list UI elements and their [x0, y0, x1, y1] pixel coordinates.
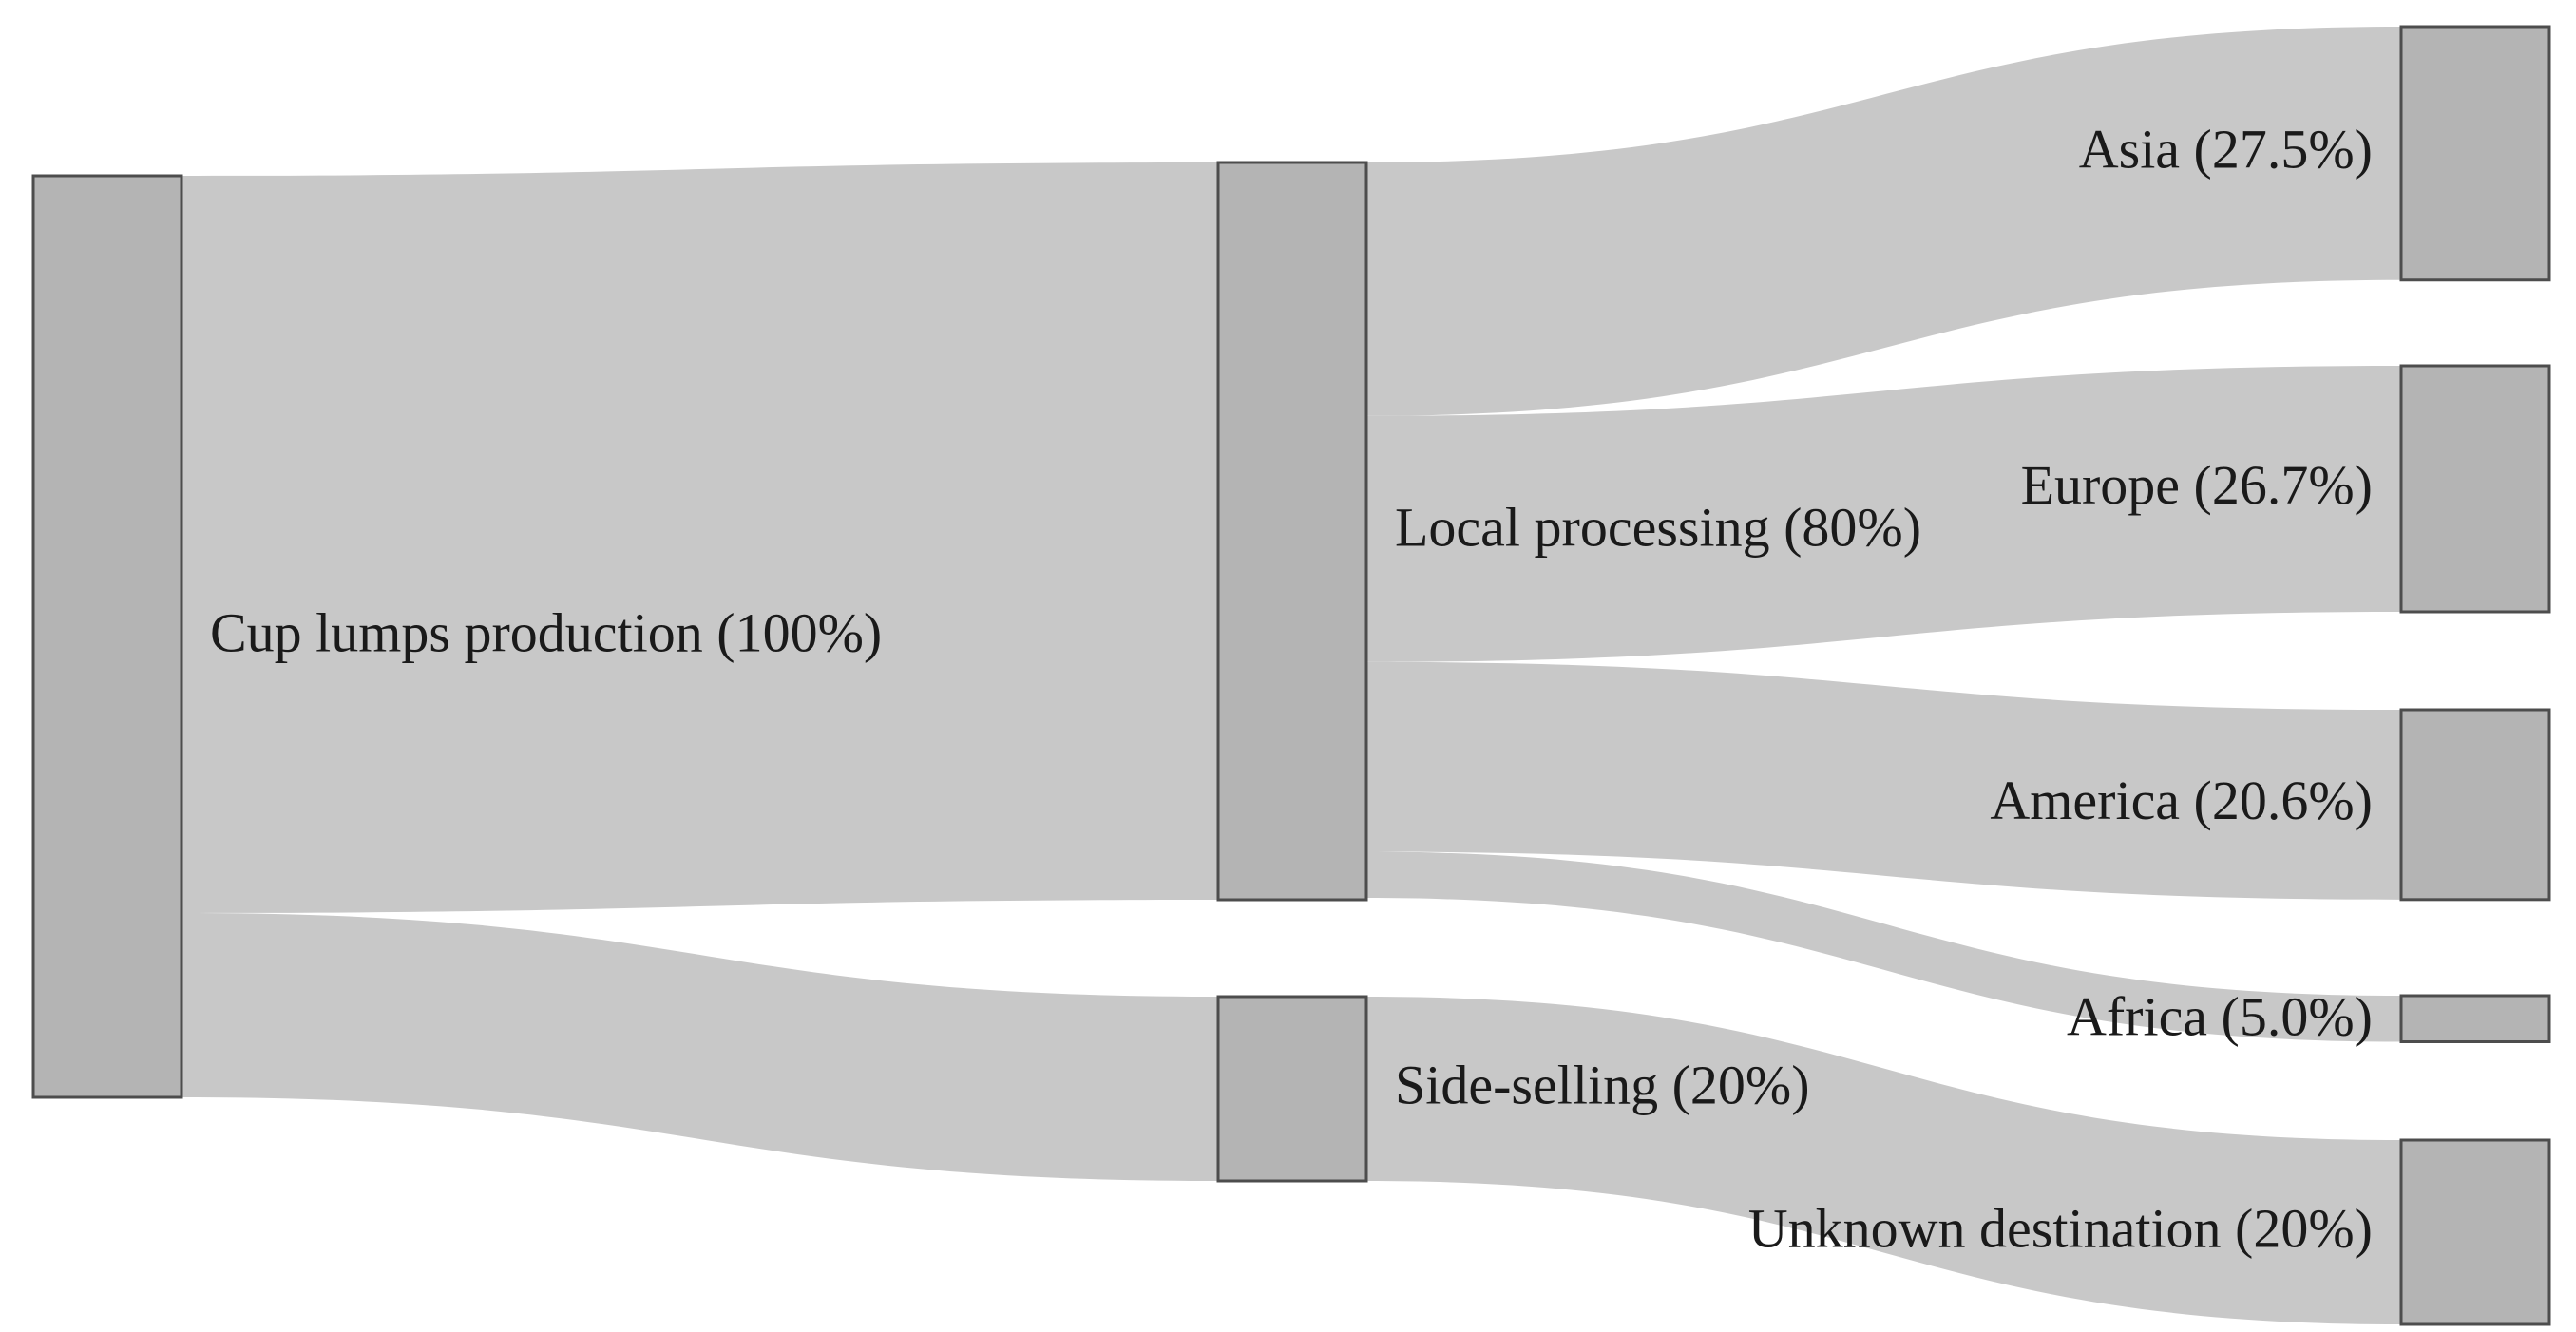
node-label-africa: Africa (5.0%): [2067, 986, 2373, 1048]
link-local-to-europe: [1366, 366, 2401, 662]
node-label-local: Local processing (80%): [1395, 496, 1921, 558]
sankey-links: [181, 27, 2401, 1324]
node-label-asia: Asia (27.5%): [2079, 119, 2373, 181]
link-local-to-america: [1366, 661, 2401, 900]
node-side: [1216, 995, 1368, 1183]
node-unknown: [2399, 1138, 2551, 1326]
node-cup: [31, 174, 183, 1099]
link-cup-to-local: [181, 162, 1218, 913]
node-label-america: America (20.6%): [1990, 770, 2373, 831]
sankey-nodes: [31, 25, 2551, 1326]
link-local-to-africa: [1366, 851, 2401, 1042]
node-africa: [2399, 994, 2551, 1043]
node-america: [2399, 708, 2551, 902]
sankey-labels: Cup lumps production (100%) Local process…: [210, 119, 2373, 1260]
link-side-to-unknown: [1366, 997, 2401, 1324]
link-cup-to-side: [181, 913, 1218, 1181]
node-label-europe: Europe (26.7%): [2021, 454, 2373, 516]
node-label-side: Side-selling (20%): [1395, 1054, 1810, 1115]
node-europe: [2399, 364, 2551, 614]
link-local-to-asia: [1366, 27, 2401, 416]
node-local: [1216, 161, 1368, 902]
node-label-unknown: Unknown destination (20%): [1748, 1197, 2373, 1259]
node-label-cup: Cup lumps production (100%): [210, 601, 882, 663]
node-asia: [2399, 25, 2551, 282]
